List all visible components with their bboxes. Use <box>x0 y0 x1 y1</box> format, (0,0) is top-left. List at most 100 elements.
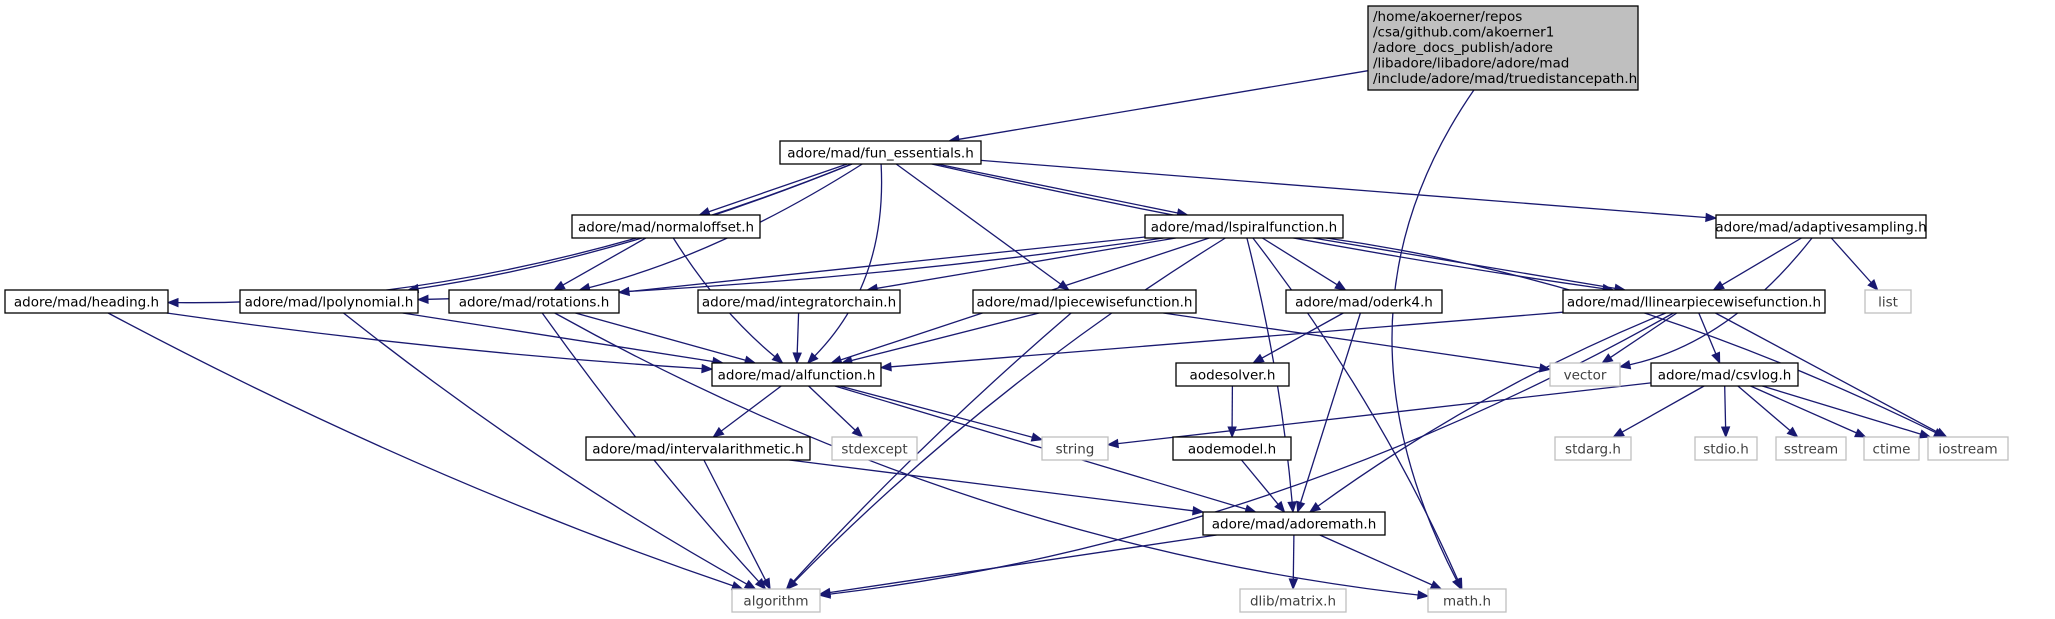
edge-adaptivesampling-to-llinearpiecewisefunction <box>1712 237 1802 291</box>
node-dlib-matrix: dlib/matrix.h <box>1239 588 1347 613</box>
edge-adoremath-to-algorithm <box>818 534 1217 598</box>
edge-adoremath-to-math <box>1319 534 1443 590</box>
node-box <box>1927 436 2009 461</box>
edge-line <box>166 312 703 370</box>
edge-arrowhead <box>1334 280 1347 291</box>
edge-arrowhead <box>1854 428 1867 438</box>
edge-lspiralfunction-to-integratorchain <box>865 237 1176 293</box>
edge-line <box>720 385 782 432</box>
edge-arrowhead <box>1612 427 1625 438</box>
edge-line <box>1326 237 1936 434</box>
edge-adaptivesampling-to-vector <box>1618 237 1813 370</box>
edge-arrowhead <box>1274 500 1286 514</box>
edge-line <box>1252 237 1459 581</box>
edge-line <box>789 459 1194 512</box>
edge-arrowhead <box>851 426 864 438</box>
node-label: adore/mad/adaptivesampling.h <box>1715 220 1926 236</box>
node-box <box>1202 511 1386 536</box>
node-box <box>1863 436 1920 461</box>
node-fun-essentials: adore/mad/fun_essentials.h <box>779 140 982 165</box>
edge-arrowhead <box>166 297 179 308</box>
edge-arrowhead <box>785 578 798 590</box>
edge-alfunction-to-intervalarithmetic <box>712 385 782 438</box>
edge-arrowhead <box>1308 502 1322 513</box>
node-label: stdexcept <box>841 442 907 458</box>
edge-arrowhead <box>1601 353 1614 364</box>
edge-line <box>1117 382 1652 445</box>
edge-line <box>890 311 1564 368</box>
node-label: ctime <box>1873 442 1911 458</box>
edge-arrowhead <box>1417 590 1430 600</box>
node-normaloffset: adore/mad/normaloffset.h <box>571 214 761 239</box>
node-label: list <box>1878 295 1898 311</box>
node-box <box>1175 362 1290 387</box>
node-label: adore/mad/oderk4.h <box>1295 295 1433 311</box>
node-ctime: ctime <box>1863 436 1920 461</box>
node-csvlog: adore/mad/csvlog.h <box>1650 362 1799 387</box>
edge-arrowhead <box>1618 359 1632 370</box>
edge-arrowhead <box>1786 426 1799 438</box>
edge-line <box>1610 312 1678 358</box>
node-stdarg: stdarg.h <box>1554 436 1632 461</box>
node-label: adore/mad/heading.h <box>14 295 159 311</box>
node-label: vector <box>1564 368 1607 384</box>
node-label: adore/mad/fun_essentials.h <box>787 146 974 162</box>
edge-alfunction-to-stdexcept <box>808 385 864 438</box>
edge-lspiralfunction-to-rotations <box>617 236 1146 297</box>
edge-arrowhead <box>792 352 802 365</box>
edge-intervalarithmetic-to-algorithm <box>703 459 771 591</box>
edge-line <box>1240 459 1279 505</box>
node-string: string <box>1041 436 1109 461</box>
edge-arrowhead <box>1227 426 1237 439</box>
edge-adoremath-to-dlib-matrix <box>1288 534 1299 591</box>
node-aodemodel: aodemodel.h <box>1172 436 1292 461</box>
node-algorithm: algorithm <box>731 588 821 613</box>
edge-arrowhead <box>712 426 725 438</box>
node-box <box>1144 214 1344 239</box>
node-box <box>1172 436 1292 461</box>
edge-arrowhead <box>743 579 757 590</box>
edge-line <box>1292 534 1295 580</box>
node-box <box>779 140 982 165</box>
edge-arrowhead <box>1918 429 1932 439</box>
edge-oderk4-to-adoremath <box>1296 312 1362 514</box>
edge-arrowhead <box>771 352 784 364</box>
edge-arrowhead <box>1453 577 1463 591</box>
node-label: aodemodel.h <box>1188 442 1276 458</box>
node-aodesolver: aodesolver.h <box>1175 362 1290 387</box>
edge-arrowhead <box>617 286 630 297</box>
node-box <box>1427 588 1507 613</box>
node-box <box>4 289 169 314</box>
node-stdexcept: stdexcept <box>831 436 918 461</box>
edge-line <box>851 312 1040 362</box>
edge-line <box>1629 237 1813 366</box>
edge-line <box>1163 312 1541 369</box>
node-intervalarithmetic: adore/mad/intervalarithmetic.h <box>585 436 811 461</box>
edge-fun-essentials-to-alfunction <box>806 163 883 364</box>
node-box <box>831 436 918 461</box>
edge-llinearpiecewisefunction-to-adoremath <box>1308 312 1667 513</box>
edge-lspiralfunction-to-iostream <box>1326 237 1946 438</box>
edge-arrowhead <box>1287 501 1297 514</box>
node-box <box>1694 436 1758 461</box>
node-label: adore/mad/lpiecewisefunction.h <box>977 295 1193 311</box>
edge-arrowhead <box>806 352 819 364</box>
node-lspiralfunction: adore/mad/lspiralfunction.h <box>1144 214 1344 239</box>
node-alfunction: adore/mad/alfunction.h <box>711 362 882 387</box>
node-label: adore/mad/lspiralfunction.h <box>1151 220 1337 236</box>
edge-line <box>895 163 1062 285</box>
edge-heading-to-alfunction <box>166 312 714 374</box>
edge-arrowhead <box>879 362 892 372</box>
node-box <box>1554 436 1632 461</box>
edge-line <box>107 312 734 587</box>
edge-line <box>876 237 1176 289</box>
edge-line <box>796 312 800 354</box>
edge-line <box>1715 312 1939 433</box>
node-vector: vector <box>1549 362 1621 387</box>
edge-line <box>829 534 1217 594</box>
node-label: adore/mad/normaloffset.h <box>578 220 754 236</box>
edge-lpolynomial-to-algorithm <box>343 312 757 590</box>
node-label: adore/mad/alfunction.h <box>718 368 876 384</box>
edge-alfunction-to-string <box>839 385 1044 442</box>
edge-arrowhead <box>1867 279 1879 292</box>
